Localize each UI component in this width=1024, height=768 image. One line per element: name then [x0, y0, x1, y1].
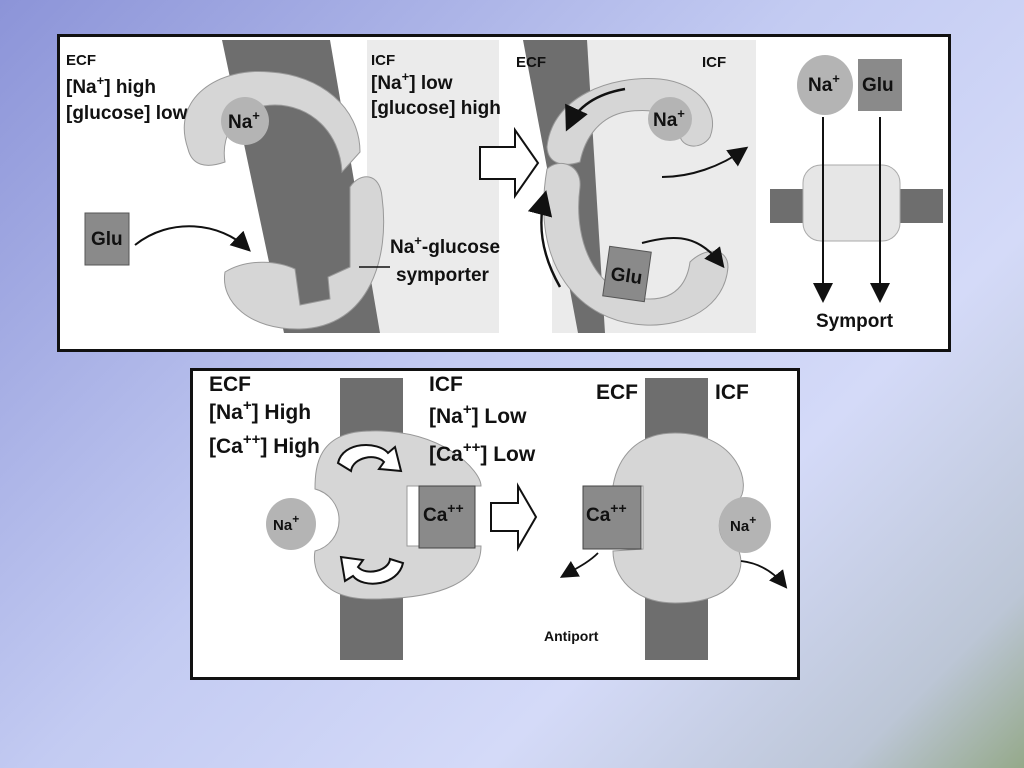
antiport-step2-na-label: Na+: [730, 513, 756, 535]
step2-ecf-title: ECF: [516, 54, 546, 71]
antiport-ecf-ca: [Ca++] High: [209, 431, 320, 458]
glu-entry-arrow: [134, 225, 251, 252]
step2-curve-arrow-top: [565, 87, 626, 132]
step2-glu-box: [602, 245, 652, 303]
na-ion-label: Na+: [228, 108, 260, 133]
symport-ecf-na: [Na+] high: [66, 73, 156, 98]
symport-diagram: Na+ Glu ECF [Na+] high [glucose] low ICF…: [66, 40, 943, 333]
antiport-step2-ca-label: Ca++: [586, 500, 627, 526]
step2-glu-release-arrow: [641, 237, 725, 269]
step-transition-arrow: [479, 126, 540, 200]
symporter-top-lobe: [183, 70, 361, 174]
antiport-protein: [313, 430, 482, 600]
symporter-label: Na+-glucose: [390, 233, 500, 258]
rotation-arrow-top: [336, 443, 403, 473]
symporter-bottom-lobe: [223, 176, 385, 330]
step2-na-release-arrow: [661, 146, 749, 178]
symport-icf-title: ICF: [371, 52, 395, 69]
ca-release-arrow: [559, 552, 599, 578]
na-ion: [221, 97, 269, 145]
symport-panel: Na+ Glu ECF [Na+] high [glucose] low ICF…: [57, 34, 951, 352]
antiport-ca-label: Ca++: [423, 500, 464, 526]
antiport-panel: Na+ Ca++ ECF [Na+] High [Ca++] High ICF …: [190, 368, 800, 680]
antiport-ca-box: [418, 485, 476, 549]
antiport-na-ion: [266, 498, 316, 550]
icf-region: [367, 40, 499, 333]
na-release-arrow: [740, 560, 788, 589]
antiport-caption: Antiport: [544, 628, 599, 644]
glu-box: [84, 212, 130, 266]
antiport-icf-ca: [Ca++] Low: [429, 439, 536, 466]
symport-caption: Symport: [816, 311, 894, 332]
antiport-step2-na-ion: [719, 497, 771, 553]
schematic-transporter: [802, 164, 901, 242]
step2-na-label: Na+: [653, 106, 685, 131]
step2-glu-label: Glu: [609, 264, 643, 289]
antiport-icf-na: [Na+] Low: [429, 401, 527, 428]
antiport-diagram: Na+ Ca++ ECF [Na+] High [Ca++] High ICF …: [209, 373, 788, 660]
antiport-ecf-title: ECF: [209, 373, 251, 396]
step2-na-ion: [648, 97, 692, 141]
step2-bottom-lobe: [543, 163, 729, 326]
schematic-na-label: Na+: [808, 71, 840, 96]
symporter-label-line2: symporter: [396, 265, 490, 286]
symport-icf-glucose: [glucose] high: [371, 98, 501, 119]
schematic-na-ion: [797, 55, 853, 115]
antiport-transition-arrow: [490, 482, 538, 552]
step2-icf-title: ICF: [702, 54, 726, 71]
symport-ecf-glucose: [glucose] low: [66, 103, 188, 124]
schematic-glu-box: [858, 59, 902, 111]
antiport-icf-title: ICF: [429, 373, 463, 396]
antiport-step2-ecf: ECF: [596, 381, 638, 404]
glu-box-label: Glu: [91, 229, 123, 250]
step2-curve-arrow-bottom: [527, 190, 562, 288]
schematic-glu-label: Glu: [862, 75, 894, 96]
antiport-ecf-na: [Na+] High: [209, 397, 311, 424]
antiport-na-label: Na+: [273, 512, 299, 534]
symport-ecf-title: ECF: [66, 52, 96, 69]
antiport-step2-ca-box: [582, 485, 642, 550]
rotation-arrow-bottom: [339, 555, 405, 585]
antiport-step2-icf: ICF: [715, 381, 749, 404]
symport-icf-na: [Na+] low: [371, 69, 453, 94]
